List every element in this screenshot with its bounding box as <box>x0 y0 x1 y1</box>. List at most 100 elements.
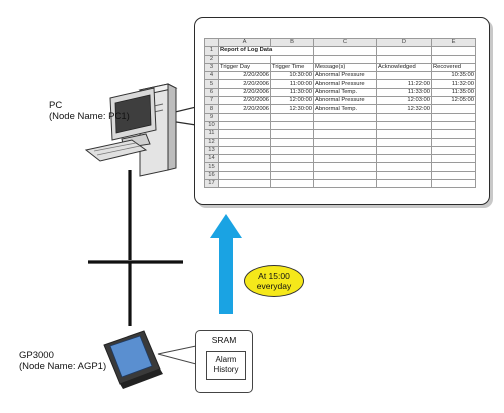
table-cell: 10:35:00 <box>431 71 476 81</box>
table-row: 15 <box>204 162 476 172</box>
table-cell <box>270 162 314 172</box>
table-cell: 11:00:00 <box>270 79 314 89</box>
row-number: 7 <box>204 96 219 106</box>
table-cell <box>313 112 377 122</box>
table-cell: 12:00:00 <box>270 96 314 106</box>
row-number: 8 <box>204 104 219 114</box>
table-cell: 2/20/2006 <box>218 104 271 114</box>
table-cell <box>376 129 432 139</box>
table-cell <box>431 112 476 122</box>
table-cell <box>376 120 432 131</box>
table-row: 12 <box>204 137 476 147</box>
table-cell <box>270 129 314 139</box>
pc-node-label: PC (Node Name: PC1) <box>49 100 130 122</box>
table-cell <box>376 54 432 64</box>
schedule-frequency: everyday <box>256 281 292 291</box>
table-cell: 11:30:00 <box>270 87 314 98</box>
gp-node-label: GP3000 (Node Name: AGP1) <box>19 350 106 372</box>
sram-title: SRAM <box>211 335 237 345</box>
table-row: 14 <box>204 154 476 164</box>
table-cell <box>270 170 314 181</box>
row-number: 15 <box>204 162 219 172</box>
gp-label-line2: (Node Name: AGP1) <box>19 361 107 372</box>
corner-cell <box>204 38 219 48</box>
table-row: 9 <box>204 112 476 122</box>
row-number: 5 <box>204 79 219 89</box>
table-cell <box>376 46 432 56</box>
table-cell <box>431 46 476 56</box>
table-cell: Abnormal Pressure <box>313 71 377 81</box>
table-cell: Trigger Time <box>270 62 314 73</box>
table-cell <box>431 145 476 156</box>
table-cell <box>313 179 377 189</box>
table-cell <box>313 46 377 56</box>
table-cell <box>270 154 314 164</box>
table-cell <box>270 179 314 189</box>
table-cell <box>313 120 377 131</box>
table-cell: 2/20/2006 <box>218 71 271 81</box>
upload-arrow-icon <box>210 214 242 314</box>
table-cell <box>376 145 432 156</box>
pc-label-line2: (Node Name: PC1) <box>49 111 130 122</box>
schedule-time: At 15:00 <box>258 271 290 281</box>
table-cell <box>431 170 476 181</box>
table-cell <box>431 179 476 189</box>
table-row: 10 <box>204 120 476 131</box>
table-row: 17 <box>204 179 476 189</box>
table-row: 2 <box>204 54 476 64</box>
row-number: 9 <box>204 112 219 122</box>
table-cell: 10:30:00 <box>270 71 314 81</box>
table-cell <box>431 137 476 147</box>
table-cell: Abnormal Pressure <box>313 79 377 89</box>
table-cell: 12:30:00 <box>270 104 314 114</box>
table-cell <box>376 137 432 147</box>
row-number: 13 <box>204 145 219 156</box>
table-cell <box>313 154 377 164</box>
table-cell <box>218 154 271 164</box>
table-cell <box>431 104 476 114</box>
table-cell: Abnormal Temp. <box>313 104 377 114</box>
table-cell: 11:35:00 <box>431 87 476 98</box>
table-row: 13 <box>204 145 476 156</box>
table-cell <box>218 129 271 139</box>
gp-label-line1: GP3000 <box>19 350 54 361</box>
table-cell <box>270 137 314 147</box>
row-number: 10 <box>204 120 219 131</box>
sram-pointer <box>157 345 197 365</box>
row-number: 1 <box>204 46 219 56</box>
table-cell: 11:32:00 <box>431 79 476 89</box>
row-number: 17 <box>204 179 219 189</box>
table-cell: 12:32:00 <box>376 104 432 114</box>
table-cell <box>270 120 314 131</box>
table-row: 11 <box>204 129 476 139</box>
table-cell <box>218 145 271 156</box>
table-cell <box>313 170 377 181</box>
table-row: 16 <box>204 170 476 181</box>
table-cell <box>431 162 476 172</box>
row-number: 16 <box>204 170 219 181</box>
table-cell <box>431 54 476 64</box>
table-cell <box>270 54 314 64</box>
table-cell: 2/20/2006 <box>218 87 271 98</box>
table-cell <box>218 137 271 147</box>
row-number: 2 <box>204 54 219 64</box>
row-number: 14 <box>204 154 219 164</box>
table-cell <box>376 154 432 164</box>
table-cell: 12:03:00 <box>376 96 432 106</box>
pc-monitor-icon <box>109 87 157 149</box>
table-cell: Recovered <box>431 62 476 73</box>
alarm-history-line1: Alarm <box>215 355 237 364</box>
table-cell <box>313 54 377 64</box>
table-cell: Acknowledged <box>376 62 432 73</box>
table-cell: 2/20/2006 <box>218 79 271 89</box>
table-cell <box>431 120 476 131</box>
row-number: 11 <box>204 129 219 139</box>
table-cell <box>218 170 271 181</box>
